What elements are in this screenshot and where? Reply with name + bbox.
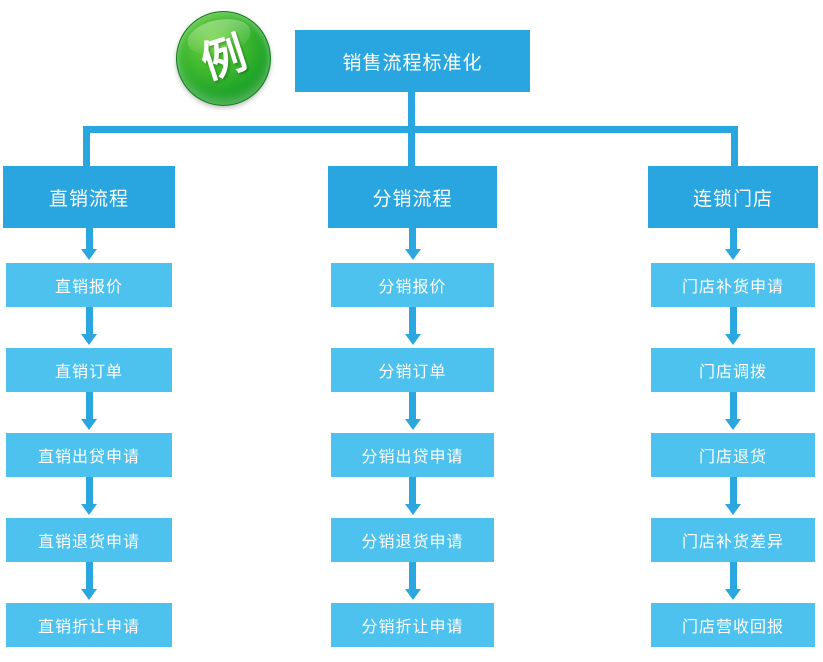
- flow-step-label: 直销订单: [54, 364, 123, 381]
- down-arrow-icon: [81, 392, 97, 433]
- flow-step-label: 分销出贷申请: [361, 449, 464, 466]
- column-header-label: 直销流程: [48, 188, 129, 210]
- down-arrow-icon: [81, 307, 97, 348]
- flow-step-node: 门店营收回报: [650, 603, 816, 647]
- flow-step-label: 门店调拨: [698, 364, 767, 381]
- down-arrow-icon: [725, 307, 741, 348]
- flow-step-node: 门店退货: [650, 433, 816, 477]
- flow-step-node: 分销折让申请: [330, 603, 495, 647]
- example-badge-label: 例: [194, 27, 252, 89]
- flow-step-label: 分销退货申请: [361, 534, 464, 551]
- flow-step-label: 直销折让申请: [37, 619, 140, 636]
- flow-step-label: 直销报价: [54, 279, 123, 296]
- flow-step-node: 门店补货申请: [650, 263, 816, 307]
- flow-step-label: 门店退货: [698, 449, 767, 466]
- flow-step-node: 分销出贷申请: [330, 433, 495, 477]
- connector-stub-middle: [408, 126, 415, 166]
- root-node-label: 销售流程标准化: [342, 52, 483, 74]
- connector-root-vertical: [408, 92, 415, 129]
- root-node: 销售流程标准化: [295, 30, 530, 92]
- down-arrow-icon: [725, 562, 741, 603]
- flow-step-label: 分销报价: [378, 279, 447, 296]
- flow-step-label: 直销出贷申请: [37, 449, 140, 466]
- column-header-label: 分销流程: [372, 188, 453, 210]
- flow-column-2: 连锁门店 门店补货申请 门店调拨 门店退货 门店补货差异 门店营收回报: [648, 166, 818, 647]
- down-arrow-icon: [404, 392, 421, 433]
- down-arrow-icon: [81, 562, 97, 603]
- flow-step-label: 分销折让申请: [361, 619, 464, 636]
- flow-step-node: 直销折让申请: [5, 603, 173, 647]
- column-header-node: 分销流程: [328, 166, 497, 228]
- flow-step-node: 直销订单: [5, 348, 173, 392]
- flow-column-1: 分销流程 分销报价 分销订单 分销出贷申请 分销退货申请 分销折让申请: [328, 166, 497, 647]
- flow-step-label: 分销订单: [378, 364, 447, 381]
- down-arrow-icon: [725, 477, 741, 518]
- down-arrow-icon: [404, 477, 421, 518]
- flow-column-0: 直销流程 直销报价 直销订单 直销出贷申请 直销退货申请 直销折让申请: [3, 166, 175, 647]
- flow-step-node: 分销报价: [330, 263, 495, 307]
- down-arrow-icon: [404, 228, 421, 263]
- down-arrow-icon: [725, 228, 741, 263]
- flow-step-label: 门店补货差异: [681, 534, 784, 551]
- flow-step-label: 门店营收回报: [681, 619, 784, 636]
- flow-step-node: 分销订单: [330, 348, 495, 392]
- flow-step-node: 直销报价: [5, 263, 173, 307]
- down-arrow-icon: [725, 392, 741, 433]
- connector-stub-left: [83, 126, 90, 166]
- flow-step-node: 直销出贷申请: [5, 433, 173, 477]
- column-header-node: 直销流程: [3, 166, 175, 228]
- down-arrow-icon: [81, 228, 97, 263]
- flow-step-node: 门店调拨: [650, 348, 816, 392]
- flow-step-label: 直销退货申请: [37, 534, 140, 551]
- flow-step-node: 门店补货差异: [650, 518, 816, 562]
- down-arrow-icon: [404, 562, 421, 603]
- flow-step-label: 门店补货申请: [681, 279, 784, 296]
- column-header-label: 连锁门店: [692, 188, 773, 210]
- down-arrow-icon: [404, 307, 421, 348]
- connector-stub-right: [731, 126, 738, 166]
- flow-step-node: 分销退货申请: [330, 518, 495, 562]
- flow-step-node: 直销退货申请: [5, 518, 173, 562]
- down-arrow-icon: [81, 477, 97, 518]
- column-header-node: 连锁门店: [648, 166, 818, 228]
- example-badge: 例: [176, 11, 271, 106]
